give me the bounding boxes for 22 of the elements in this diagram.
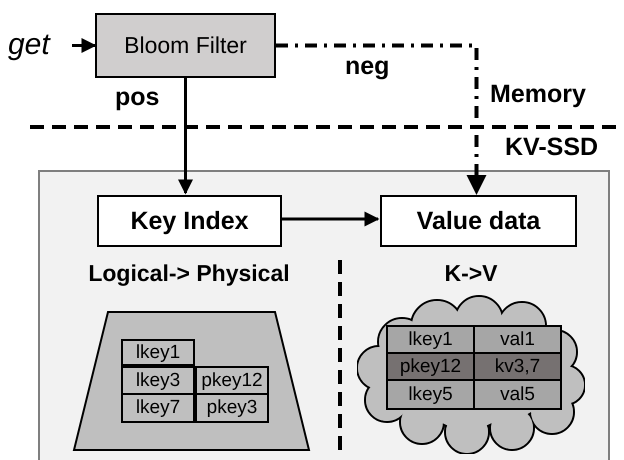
table-cell: lkey5 — [386, 379, 475, 410]
table-cell: val5 — [473, 379, 562, 410]
storage-panel — [38, 170, 610, 460]
arrow — [276, 44, 486, 195]
arrow — [282, 212, 380, 226]
data-box: Value data — [380, 195, 577, 247]
table-cell: pkey12 — [386, 352, 475, 381]
table-cell: lkey7 — [121, 393, 195, 423]
table-cell: lkey1 — [121, 339, 195, 366]
section-heading: Logical-> Physical — [87, 260, 291, 287]
table-cell: lkey1 — [386, 325, 475, 354]
table-cell: pkey12 — [195, 366, 269, 395]
index-box: Key Index — [97, 195, 282, 247]
table-cell: kv3,7 — [473, 352, 562, 381]
section-heading: K->V — [443, 260, 499, 287]
table-cell: lkey3 — [121, 366, 195, 395]
arrow — [178, 78, 193, 194]
operation-label: get — [8, 28, 70, 68]
arrow — [72, 38, 96, 53]
table-cell: pkey3 — [195, 393, 269, 423]
table-cell: val1 — [473, 325, 562, 354]
filter-box: Bloom Filter — [95, 13, 276, 78]
